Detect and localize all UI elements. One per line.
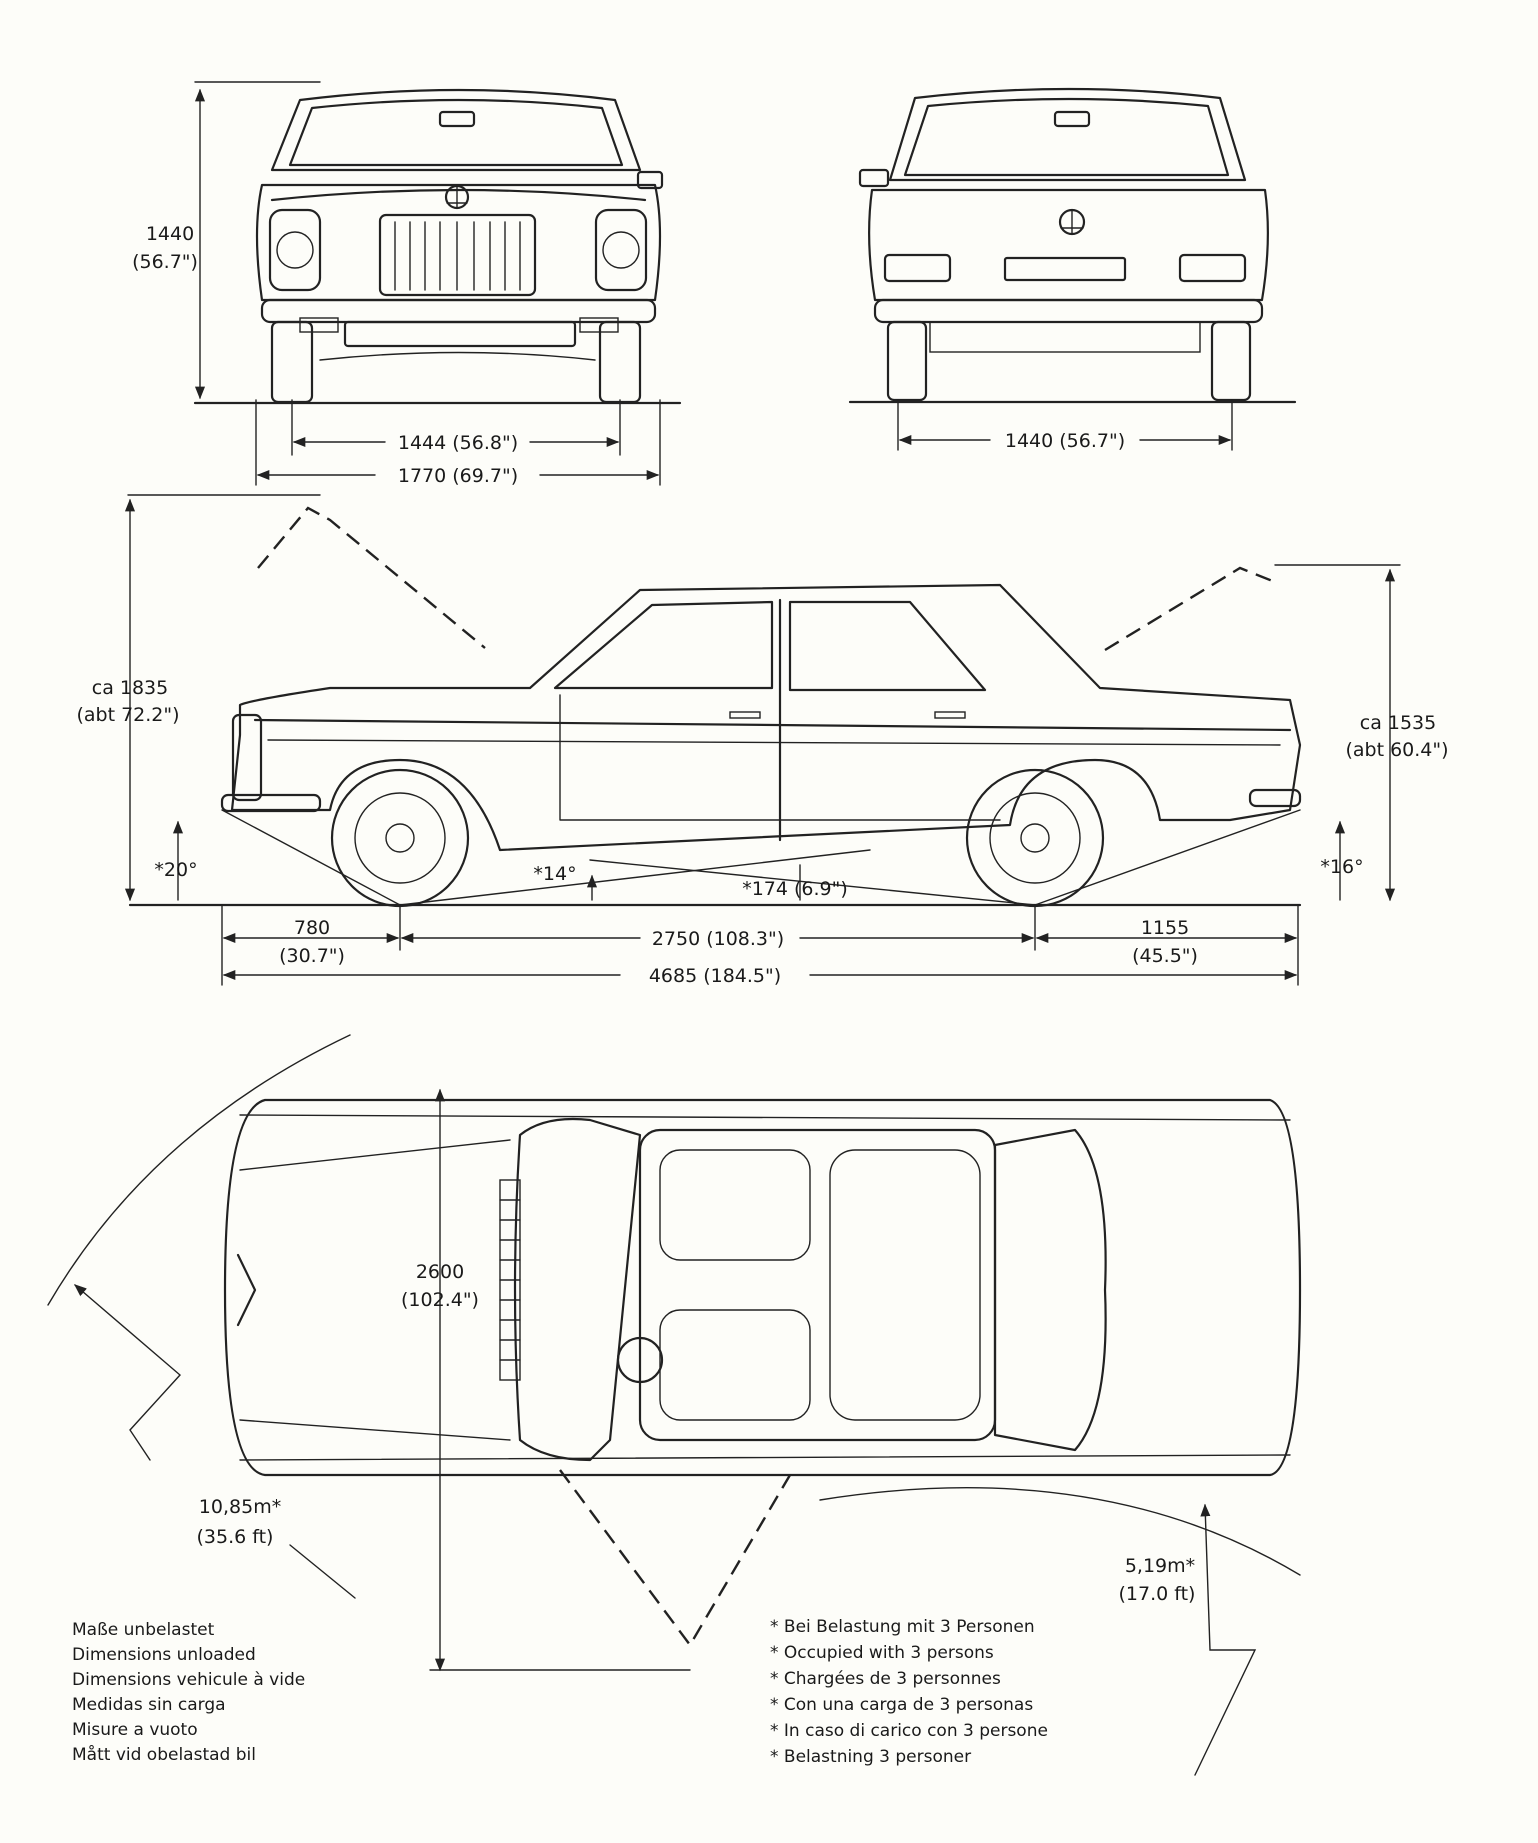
front-height-label: 1440 [146,223,194,245]
top-dimensions: 2600 (102.4") 10,85m* (35.6 ft) 5,19m* (… [74,1088,1257,1776]
rear-angle-label: *16° [1320,856,1363,878]
trunk-height-label: ca 1535 [1360,712,1436,734]
front-angle-label: *20° [154,859,197,881]
side-dimensions: ca 1835 (abt 72.2") ca 1535 (abt 60.4") … [76,494,1449,987]
legend-unloaded: Maße unbelastet Dimensions unloaded Dime… [72,1620,305,1765]
length-label: 4685 (184.5") [649,965,781,987]
legend-left-line: Maße unbelastet [72,1620,215,1640]
front-track-label: 1444 (56.8") [398,432,518,454]
open-height-label: ca 1835 [92,677,168,699]
front-overhang-label: 780 [294,917,330,939]
trunk-height-in-label: (abt 60.4") [1345,739,1448,761]
front-dimensions: 1440 (56.7") 1444 (56.8") 1770 (69.7") [132,81,661,487]
legend-left-line: Dimensions unloaded [72,1645,256,1665]
legend-left-line: Dimensions vehicule à vide [72,1670,305,1690]
door-width-label: 2600 [416,1261,464,1283]
side-view [128,506,1302,908]
legend-right-line: * Chargées de 3 personnes [770,1669,1001,1689]
legend-right-line: * In caso di carico con 3 persone [770,1721,1048,1741]
legend-left-line: Mått vid obelastad bil [72,1744,256,1765]
door-width-in-label: (102.4") [401,1289,479,1311]
ground-clearance-label: *174 (6.9") [742,878,848,900]
top-view [47,1034,1302,1648]
turning-circle-ft-label: (35.6 ft) [197,1526,274,1548]
rear-view [848,87,1297,404]
rear-dimensions: 1440 (56.7") [897,399,1233,452]
turning-circle-label: 10,85m* [199,1496,281,1518]
front-width-label: 1770 (69.7") [398,465,518,487]
front-view [193,88,682,405]
rear-overhang-label: 1155 [1141,917,1189,939]
legend-right-line: * Bei Belastung mit 3 Personen [770,1617,1035,1637]
inner-circle-ft-label: (17.0 ft) [1119,1583,1196,1605]
inner-circle-label: 5,19m* [1125,1555,1195,1577]
ramp-angle-label: *14° [533,863,576,885]
front-overhang-in-label: (30.7") [279,945,345,967]
front-height-in-label: (56.7") [132,251,198,273]
rear-track-label: 1440 (56.7") [1005,430,1125,452]
wheelbase-label: 2750 (108.3") [652,928,784,950]
legend-right-line: * Con una carga de 3 personas [770,1695,1033,1715]
rear-overhang-in-label: (45.5") [1132,945,1198,967]
legend-left-line: Misure a vuoto [72,1720,198,1740]
legend-right-line: * Belastning 3 personer [770,1747,971,1767]
legend-loaded: * Bei Belastung mit 3 Personen * Occupie… [770,1617,1048,1767]
legend-left-line: Medidas sin carga [72,1695,226,1715]
legend-right-line: * Occupied with 3 persons [770,1643,994,1663]
open-height-in-label: (abt 72.2") [76,704,179,726]
